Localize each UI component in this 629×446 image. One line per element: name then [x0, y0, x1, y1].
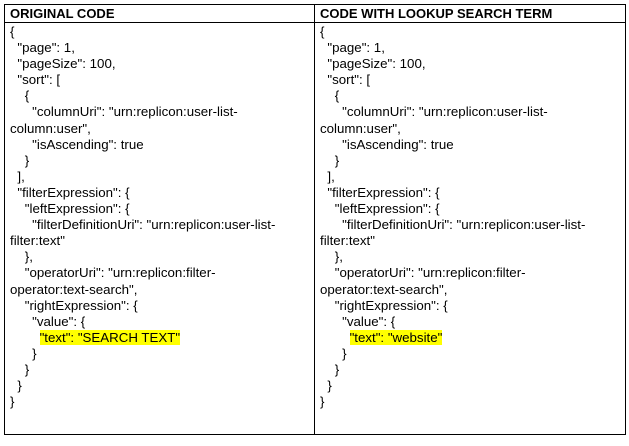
code-line: "page": 1, [320, 40, 385, 56]
code-line: ], [10, 168, 25, 184]
code-line: ], [320, 168, 335, 184]
header-row: ORIGINAL CODE CODE WITH LOOKUP SEARCH TE… [4, 4, 626, 23]
code-line: "columnUri": "urn:replicon:user-list- [10, 104, 238, 120]
code-line: }, [320, 249, 343, 265]
code-line: "value": { [10, 313, 86, 329]
highlighted-code-line: "text": "SEARCH TEXT" [10, 329, 314, 346]
code-line: "filterDefinitionUri": "urn:replicon:use… [10, 217, 276, 233]
code-line: "isAscending": true [10, 136, 144, 152]
code-line: "leftExpression": { [320, 201, 440, 217]
code-comparison-table: ORIGINAL CODE CODE WITH LOOKUP SEARCH TE… [4, 4, 626, 435]
code-line: "rightExpression": { [10, 297, 138, 313]
code-line: "operatorUri": "urn:replicon:filter- [10, 265, 216, 281]
code-line: "pageSize": 100, [10, 56, 116, 72]
code-line: "pageSize": 100, [320, 56, 426, 72]
indent [320, 330, 350, 345]
lookup-code-block: { "page": 1, "pageSize": 100, "sort": [ … [320, 24, 625, 410]
code-line: column:user", [320, 120, 401, 136]
indent [10, 330, 40, 345]
code-line: } [10, 152, 30, 168]
code-line: "isAscending": true [320, 136, 454, 152]
code-line: } [320, 152, 340, 168]
code-line: "value": { [320, 313, 396, 329]
code-line: "filterExpression": { [10, 184, 130, 200]
code-line: "columnUri": "urn:replicon:user-list- [320, 104, 548, 120]
code-line: operator:text-search", [320, 281, 448, 297]
code-line: "leftExpression": { [10, 201, 130, 217]
original-code-cell: { "page": 1, "pageSize": 100, "sort": [ … [4, 22, 315, 435]
code-line: "sort": [ [320, 72, 371, 88]
code-line: } [10, 361, 30, 377]
code-line: } [320, 394, 325, 410]
code-line: "filterDefinitionUri": "urn:replicon:use… [320, 217, 586, 233]
code-line: "rightExpression": { [320, 297, 448, 313]
code-line: }, [10, 249, 33, 265]
lookup-term-highlight: "text": "website" [349, 329, 443, 345]
code-line: } [10, 378, 22, 394]
code-line: { [10, 24, 15, 39]
code-line: "operatorUri": "urn:replicon:filter- [320, 265, 526, 281]
code-line: "page": 1, [10, 40, 75, 56]
code-line: "sort": [ [10, 72, 61, 88]
original-code-heading: ORIGINAL CODE [4, 4, 315, 23]
code-line: } [320, 345, 347, 361]
lookup-code-cell: { "page": 1, "pageSize": 100, "sort": [ … [314, 22, 626, 435]
code-line: filter:text" [320, 233, 375, 249]
code-line: { [10, 88, 30, 104]
code-line: operator:text-search", [10, 281, 138, 297]
code-line: } [320, 361, 340, 377]
code-line: } [10, 394, 15, 410]
comparison-frame: ORIGINAL CODE CODE WITH LOOKUP SEARCH TE… [4, 4, 626, 438]
code-line: } [320, 378, 332, 394]
code-line: filter:text" [10, 233, 65, 249]
code-line: { [320, 88, 340, 104]
code-line: { [320, 24, 325, 39]
original-code-block: { "page": 1, "pageSize": 100, "sort": [ … [10, 24, 314, 410]
lookup-code-heading: CODE WITH LOOKUP SEARCH TERM [314, 4, 626, 23]
highlighted-code-line: "text": "website" [320, 329, 625, 346]
code-row: { "page": 1, "pageSize": 100, "sort": [ … [4, 22, 626, 435]
search-text-highlight: "text": "SEARCH TEXT" [39, 329, 181, 345]
code-line: } [10, 345, 37, 361]
code-line: column:user", [10, 120, 91, 136]
code-line: "filterExpression": { [320, 184, 440, 200]
